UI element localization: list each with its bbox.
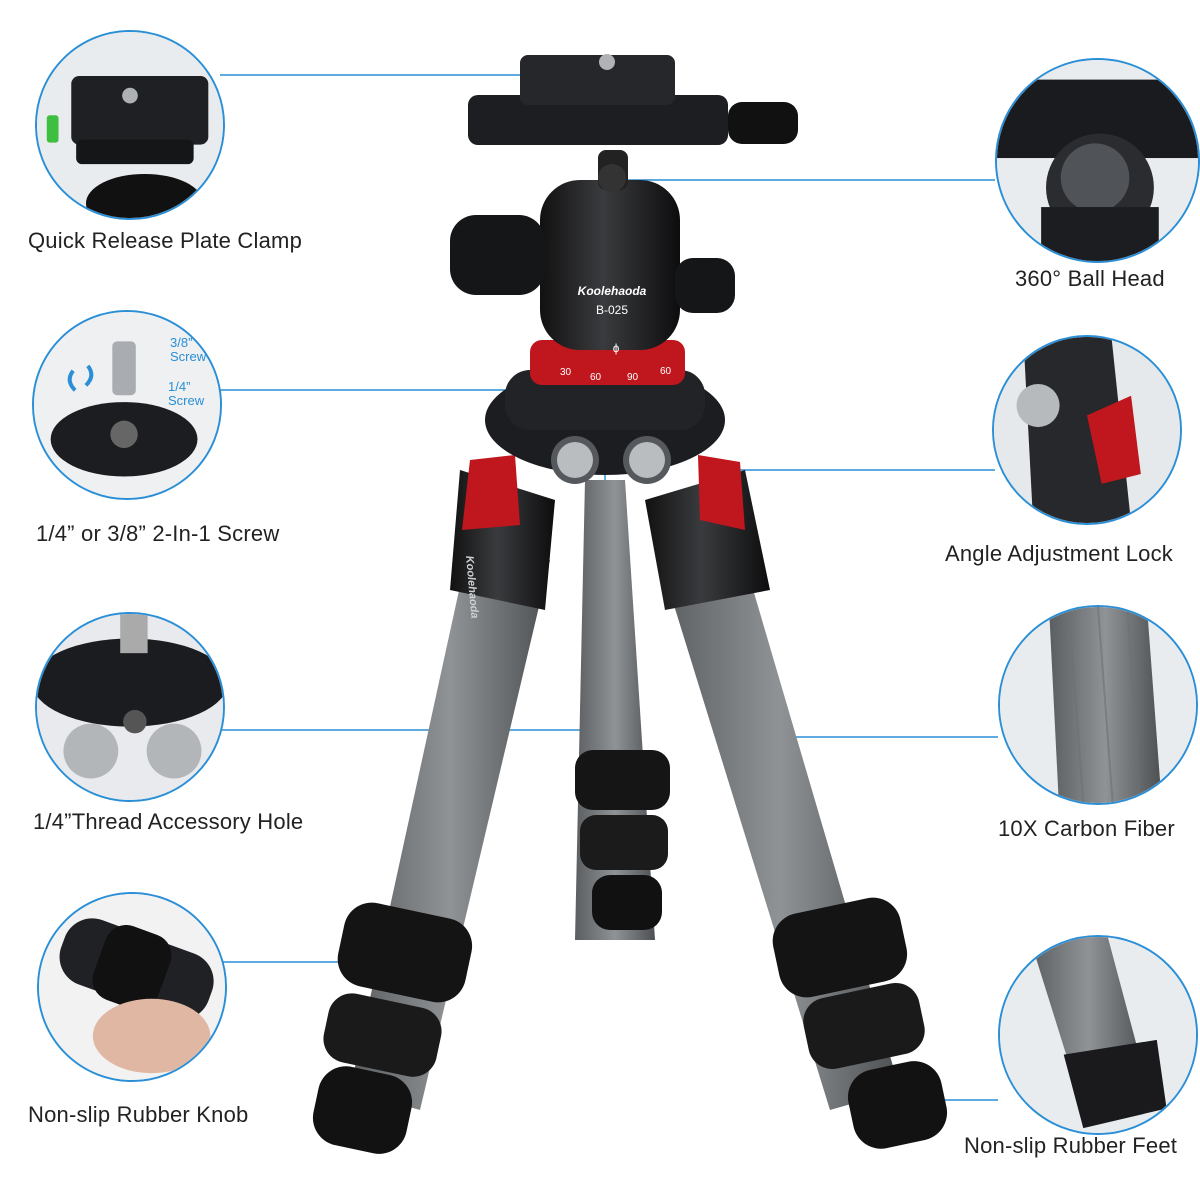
detail-accessory-hole	[35, 612, 225, 802]
screw-size-bottom-label: 1/4” Screw	[168, 380, 204, 408]
label-screw: 1/4” or 3/8” 2-In-1 Screw	[36, 521, 280, 546]
label-rubber-feet: Non-slip Rubber Feet	[964, 1133, 1178, 1158]
pan-scale-1: 30	[560, 367, 572, 378]
detail-angle-lock	[992, 335, 1182, 525]
detail-carbon-fiber	[998, 605, 1198, 805]
detail-ball-head	[995, 58, 1200, 263]
label-angle-lock: Angle Adjustment Lock	[945, 541, 1174, 566]
screw-size-top-word: Screw	[170, 349, 207, 364]
detail-rubber-knob	[37, 892, 227, 1082]
head-brand-text: Koolehaoda	[578, 284, 647, 298]
detail-screw	[32, 310, 222, 500]
label-rubber-knob: Non-slip Rubber Knob	[28, 1102, 249, 1127]
screw-size-bottom-word: Screw	[168, 393, 205, 408]
pan-scale-4: 60	[660, 366, 672, 377]
screw-size-top-label: 3/8” Screw	[170, 336, 206, 364]
label-carbon-fiber: 10X Carbon Fiber	[998, 816, 1175, 841]
label-quick-release: Quick Release Plate Clamp	[28, 228, 303, 253]
label-accessory-hole: 1/4”Thread Accessory Hole	[33, 809, 304, 834]
svg-text:ɸ: ɸ	[613, 341, 620, 355]
label-ball-head: 360° Ball Head	[1015, 266, 1165, 291]
screw-size-1-4: 1/4”	[168, 379, 191, 394]
head-model-text: B-025	[596, 303, 628, 317]
detail-rubber-feet	[998, 935, 1198, 1135]
leg-brand-text: Koolehaoda	[463, 555, 480, 619]
pan-scale-2: 60	[590, 372, 602, 383]
detail-quick-release	[35, 30, 225, 220]
screw-size-3-8: 3/8”	[170, 335, 193, 350]
pan-scale-3: 90	[627, 372, 639, 383]
